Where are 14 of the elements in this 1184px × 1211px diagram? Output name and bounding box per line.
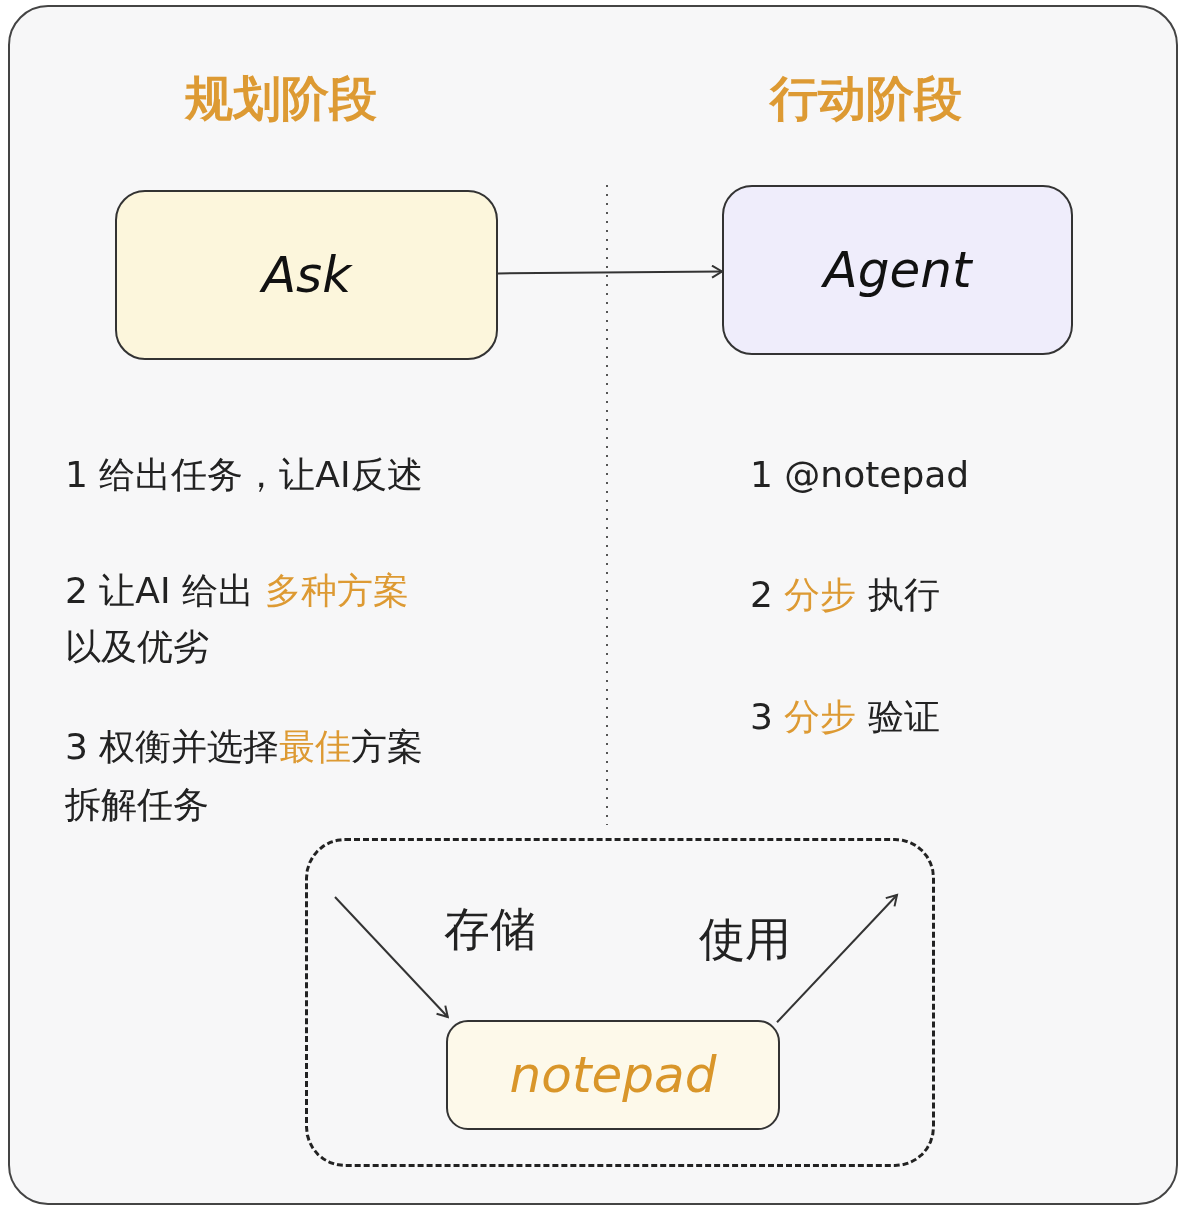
phase-heading: 规划阶段: [185, 69, 377, 128]
arrow: [776, 894, 898, 1024]
arrow: [334, 896, 449, 1018]
phase-heading: 行动阶段: [770, 69, 962, 128]
step-text: 3 分步 验证: [750, 695, 941, 739]
step-text: 1 给出任务，让AI反述: [65, 453, 424, 497]
step-text: 1 @notepad: [750, 453, 971, 497]
mode-box: Agent: [722, 185, 1073, 355]
step-text: 3 权衡并选择最佳方案拆解任务: [65, 725, 425, 827]
step-text: 2 分步 执行: [750, 573, 941, 617]
step-text: 2 让AI 给出 多种方案以及优劣: [65, 569, 411, 669]
mode-box: Ask: [115, 190, 498, 360]
notepad-box: notepad: [446, 1020, 780, 1130]
arrow: [497, 264, 723, 279]
